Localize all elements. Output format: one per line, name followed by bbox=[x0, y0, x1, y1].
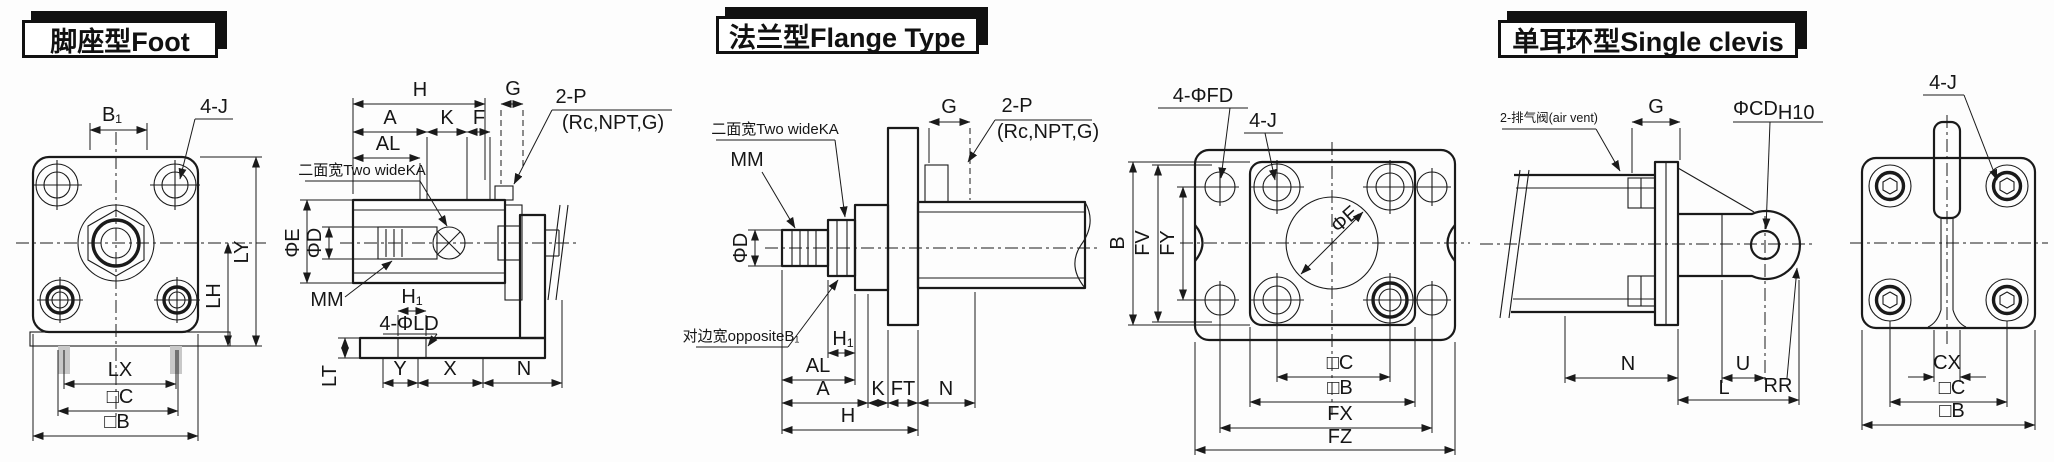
flats-note: 二面宽Two wideKA bbox=[298, 162, 426, 179]
opposite-note: 对边宽oppositeB₁ bbox=[683, 328, 800, 345]
dim-b: □B bbox=[1939, 400, 1964, 422]
section-title-foot-label: 脚座型Foot bbox=[50, 26, 190, 57]
dim-4j: 4-J bbox=[200, 96, 228, 118]
flange-hole bbox=[1201, 281, 1239, 319]
dim-fz: FZ bbox=[1328, 426, 1352, 448]
port-thread-note: (Rc,NPT,G) bbox=[562, 112, 664, 134]
flange-hole bbox=[1413, 281, 1451, 319]
dim-fd: 4-ΦFD bbox=[1173, 85, 1233, 107]
dim-k: K bbox=[440, 107, 454, 129]
dim-ly: LY bbox=[231, 241, 253, 264]
dim-c: □C bbox=[1327, 352, 1354, 374]
dim-h: H bbox=[413, 79, 427, 101]
dim-b: □B bbox=[104, 411, 129, 433]
section-title-foot: 脚座型Foot bbox=[22, 20, 218, 58]
dim-c: □C bbox=[107, 386, 134, 408]
flange-side-view: MM 二面宽Two wideKA ΦD 对边宽oppositeB₁ H₁ AL bbox=[683, 95, 1100, 436]
dim-lt: LT bbox=[319, 365, 341, 387]
dim-lh: LH bbox=[203, 283, 225, 309]
dim-cd: ΦCDH10 bbox=[1733, 98, 1815, 124]
dim-fy: FY bbox=[1157, 230, 1179, 256]
bolt-hole bbox=[1868, 164, 1912, 208]
dim-mm: MM bbox=[730, 149, 763, 171]
bolt-hole bbox=[37, 277, 83, 323]
section-title-flange: 法兰型Flange Type bbox=[716, 16, 979, 54]
dim-4j: 4-J bbox=[1249, 110, 1277, 132]
dim-g: G bbox=[505, 78, 521, 100]
dim-fv: FV bbox=[1132, 230, 1154, 256]
flats-note: 二面宽Two wideKA bbox=[711, 121, 839, 138]
flange-hole bbox=[1201, 168, 1239, 206]
dim-a: A bbox=[816, 378, 830, 400]
dim-g: G bbox=[1648, 96, 1664, 118]
dim-cd-tolerance: H10 bbox=[1778, 102, 1815, 124]
dim-h1: H₁ bbox=[832, 328, 853, 350]
dim-b: B bbox=[1107, 236, 1129, 249]
bolt-hole bbox=[1363, 273, 1417, 327]
dim-n: N bbox=[939, 378, 953, 400]
center-bore bbox=[77, 204, 155, 282]
dim-cx: CX bbox=[1933, 352, 1961, 374]
dim-lx: LX bbox=[108, 359, 132, 381]
dim-b1: B₁ bbox=[102, 104, 122, 126]
clevis-side-view: 2-排气阀(air vent) G ΦCDH10 N U L RR bbox=[1480, 96, 1823, 405]
port-thread-note: (Rc,NPT,G) bbox=[997, 121, 1099, 143]
dim-ft: FT bbox=[891, 378, 915, 400]
dim-rr: RR bbox=[1764, 375, 1793, 397]
bolt-hole bbox=[154, 277, 200, 323]
dim-phi-e: ΦE bbox=[282, 228, 304, 257]
dim-4j: 4-J bbox=[1929, 72, 1957, 94]
dim-cd-value: ΦCD bbox=[1733, 98, 1778, 120]
bolt-hole bbox=[1363, 160, 1417, 214]
dim-n: N bbox=[1621, 353, 1635, 375]
dim-k: K bbox=[871, 378, 885, 400]
dim-g: G bbox=[941, 96, 957, 118]
bolt-hole bbox=[1985, 278, 2029, 322]
dim-c: □C bbox=[1939, 377, 1966, 399]
dim-h1: H₁ bbox=[401, 286, 422, 308]
bolt-hole bbox=[1250, 273, 1304, 327]
dim-al: AL bbox=[376, 133, 400, 155]
bolt-hole bbox=[1985, 164, 2029, 208]
bolt-hole bbox=[150, 160, 200, 210]
dim-b-square: □B bbox=[1327, 377, 1352, 399]
dim-al: AL bbox=[806, 355, 830, 377]
bolt-hole bbox=[32, 160, 82, 210]
clevis-rear-view: 4-J CX □C □B bbox=[1850, 72, 2048, 430]
dim-fx: FX bbox=[1327, 403, 1353, 425]
dim-x: X bbox=[443, 358, 456, 380]
vent-note: 2-排气阀(air vent) bbox=[1500, 110, 1598, 125]
section-title-clevis-label: 单耳环型Single clevis bbox=[1512, 26, 1784, 57]
section-title-clevis: 单耳环型Single clevis bbox=[1498, 20, 1798, 58]
dim-mm: MM bbox=[310, 289, 343, 311]
bolt-hole bbox=[1868, 278, 1912, 322]
bolt-hole bbox=[1250, 160, 1304, 214]
port-note: 2-P bbox=[555, 86, 586, 108]
flange-front-view: ΦE 4-ΦFD 4-J B FV FY □C □B bbox=[1107, 85, 1470, 455]
flange-hole bbox=[1413, 168, 1451, 206]
dim-f: F bbox=[473, 107, 485, 129]
section-title-flange-label: 法兰型Flange Type bbox=[729, 22, 966, 53]
dim-u: U bbox=[1736, 353, 1750, 375]
dim-phi-d: ΦD bbox=[730, 233, 752, 263]
dim-phi-d: ΦD bbox=[304, 228, 326, 258]
dim-n: N bbox=[517, 358, 531, 380]
dim-l: L bbox=[1718, 377, 1729, 399]
dim-ld: 4-ΦLD bbox=[379, 313, 438, 335]
foot-front-view: B₁ 4-J LY LH LX □C □B bbox=[16, 96, 266, 441]
port-note: 2-P bbox=[1001, 95, 1032, 117]
foot-side-view: H G A K F AL 2-P (Rc,NPT,G) 二面宽Two wideK… bbox=[282, 78, 672, 388]
dim-h: H bbox=[841, 405, 855, 427]
dim-y: Y bbox=[393, 358, 406, 380]
dim-a: A bbox=[383, 107, 397, 129]
